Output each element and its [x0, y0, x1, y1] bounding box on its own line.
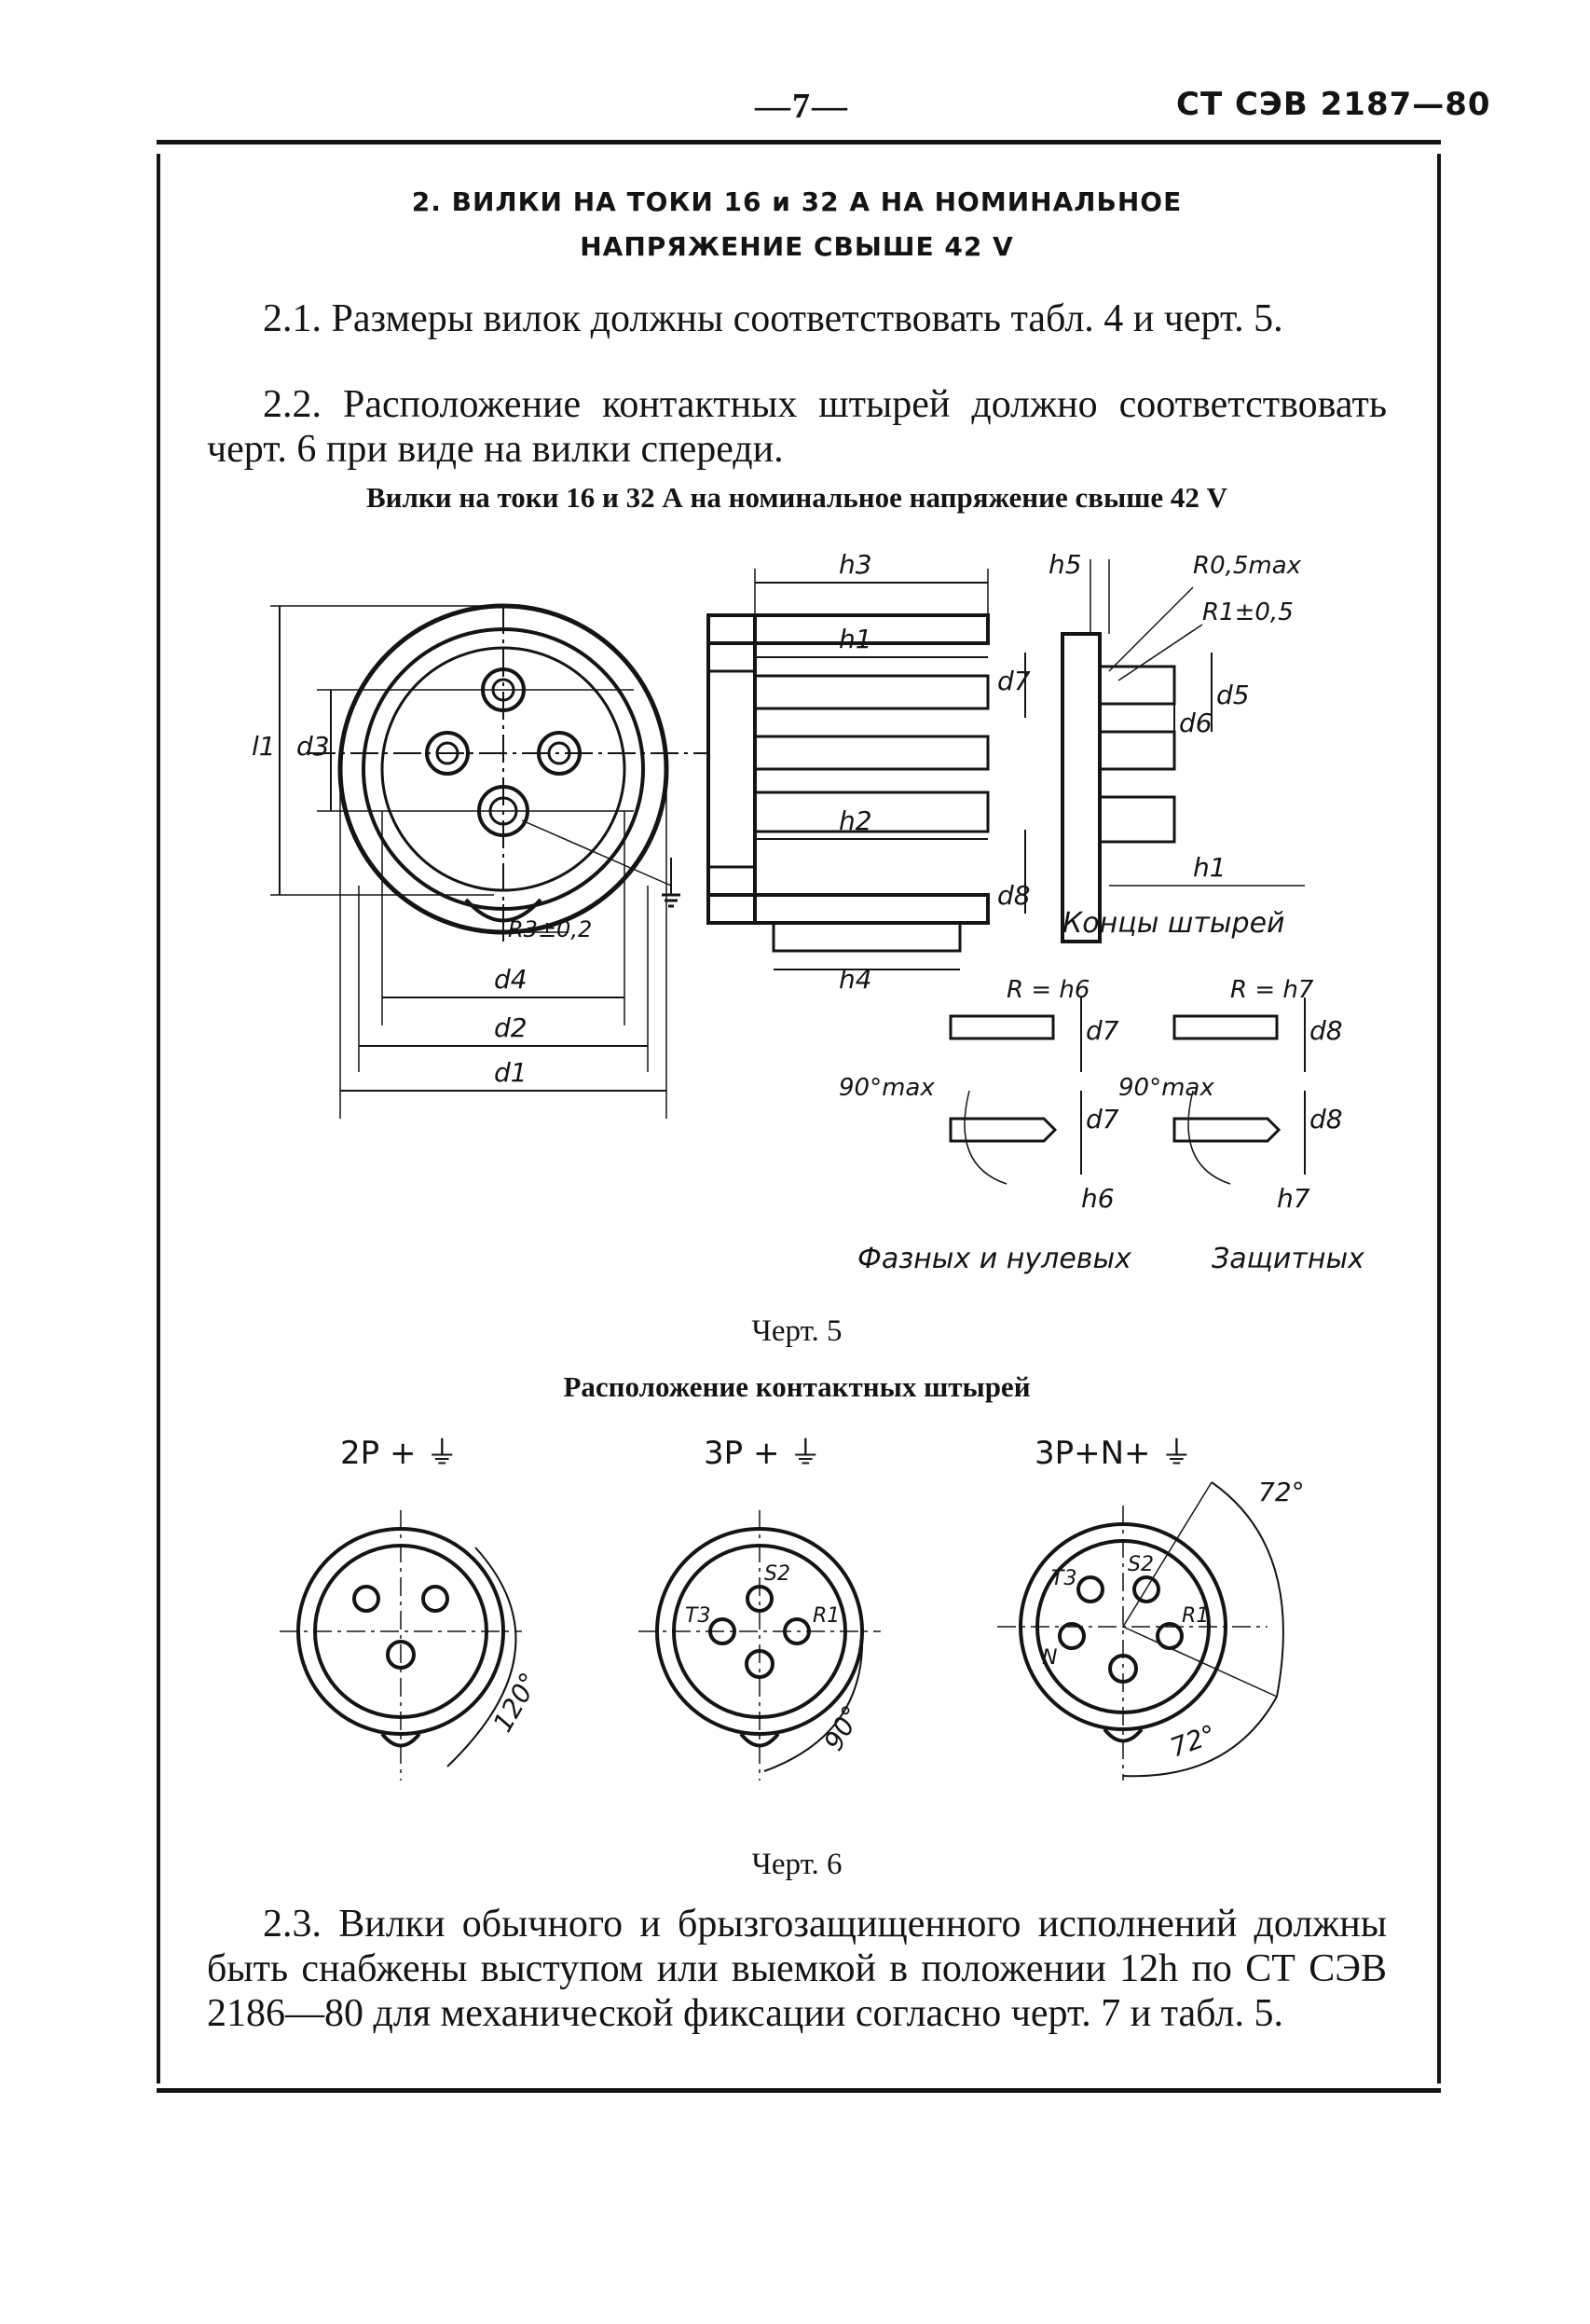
pin-s2-label: S2 [764, 1562, 790, 1586]
pin-ends-detail [1061, 559, 1305, 943]
frame-top-rule [157, 140, 1441, 144]
pin-n-label: N [1042, 1646, 1057, 1670]
paragraph-2-1: 2.1. Размеры вилок должны соответствоват… [207, 296, 1387, 341]
label-h5: h5 [1049, 549, 1082, 580]
label-d4: d4 [494, 964, 528, 995]
pin-r1-label-3pn: R1 [1182, 1604, 1209, 1628]
label-d3: d3 [296, 731, 330, 762]
paragraph-2-3-text: 2.3. Вилки обычного и брызгозащищенного … [207, 1903, 1387, 2035]
pin-r1-label: R1 [813, 1604, 840, 1628]
label-d8-tip: d8 [1309, 1015, 1343, 1046]
angle-72-label-1: 72° [1258, 1477, 1305, 1507]
page-number: —7— [755, 87, 849, 126]
angle-72-label-2: 72° [1166, 1719, 1220, 1764]
figure5-drawing: l1 d3 d4 d2 d1 R3±0,2 h3 h1 h2 h4 d7 d8 … [252, 549, 1364, 1275]
label-r-h6: R = h6 [1007, 976, 1090, 1004]
side-view [706, 569, 1026, 970]
pin-t3-label: T3 [685, 1604, 710, 1628]
figure5-caption: Вилки на токи 16 и 32 А на номинальное н… [365, 481, 1228, 514]
standard-code: СТ СЭВ 2187—80 [1176, 86, 1491, 123]
label-d2: d2 [494, 1012, 528, 1043]
label-d7: d7 [997, 666, 1031, 696]
label-r-h7: R = h7 [1230, 976, 1314, 1004]
label-h1-pin: h1 [1193, 852, 1227, 883]
layout-3pn [997, 1481, 1284, 1781]
figure6-drawing: 2P + ⏚ 3P + ⏚ 3P+N+ ⏚ [280, 1435, 1305, 1781]
label-h2: h2 [839, 805, 872, 836]
label-d7-chamfer: d7 [1086, 1104, 1119, 1134]
paragraph-2-2-text: 2.2. Расположение контактных штырей долж… [207, 383, 1387, 471]
figure5-number: Черт. 5 [751, 1314, 843, 1348]
label-d1: d1 [494, 1057, 528, 1088]
label-h6: h6 [1081, 1183, 1115, 1214]
label-angle-1: 90°max [839, 1074, 935, 1102]
layout-3p [638, 1510, 881, 1781]
label-phase-neutral: Фазных и нулевых [857, 1243, 1131, 1275]
section-title-line1: 2. ВИЛКИ НА ТОКИ 16 и 32 А НА НОМИНАЛЬНО… [411, 186, 1183, 217]
label-r3: R3±0,2 [508, 916, 592, 942]
pin-t3-label-3pn: T3 [1051, 1567, 1076, 1590]
figure6-number: Черт. 6 [751, 1848, 843, 1881]
paragraph-2-3: 2.3. Вилки обычного и брызгозащищенного … [207, 1902, 1387, 2036]
label-h3: h3 [839, 549, 872, 580]
label-l1: l1 [252, 731, 276, 762]
frame-bottom-rule [157, 2088, 1441, 2093]
frame-left-rule [157, 154, 160, 2083]
label-d8-chamfer: d8 [1309, 1104, 1343, 1134]
label-protective: Защитных [1212, 1243, 1364, 1275]
pin-s2-label-3pn: S2 [1128, 1553, 1154, 1576]
frame-right-rule [1437, 154, 1441, 2083]
label-h4: h4 [839, 964, 872, 995]
label-r05: R0,5max [1193, 552, 1302, 580]
section-title-line2: НАПРЯЖЕНИЕ СВЫШЕ 42 V [580, 231, 1014, 262]
front-view [270, 603, 708, 1119]
label-angle-2: 90°max [1118, 1074, 1214, 1102]
label-h7: h7 [1277, 1183, 1310, 1214]
label-r1: R1±0,5 [1202, 598, 1294, 626]
label-pin-ends: Концы штырей [1062, 907, 1285, 940]
label-d7-tip: d7 [1086, 1015, 1119, 1046]
label-h1: h1 [839, 624, 872, 654]
config-3p-label: 3P + ⏚ [704, 1435, 821, 1472]
pin-tip-details [949, 997, 1306, 1185]
label-d6: d6 [1179, 708, 1213, 738]
label-d8: d8 [997, 880, 1031, 911]
paragraph-2-2: 2.2. Расположение контактных штырей долж… [207, 382, 1387, 472]
angle-120-label: 120° [487, 1668, 544, 1738]
config-2p-label: 2P + ⏚ [340, 1435, 458, 1472]
config-3pn-label: 3P+N+ ⏚ [1035, 1435, 1192, 1472]
paragraph-2-1-text: 2.1. Размеры вилок должны соответствоват… [263, 297, 1283, 340]
figure6-caption: Расположение контактных штырей [563, 1370, 1031, 1403]
layout-2p [280, 1510, 522, 1781]
label-d5: d5 [1216, 680, 1250, 710]
